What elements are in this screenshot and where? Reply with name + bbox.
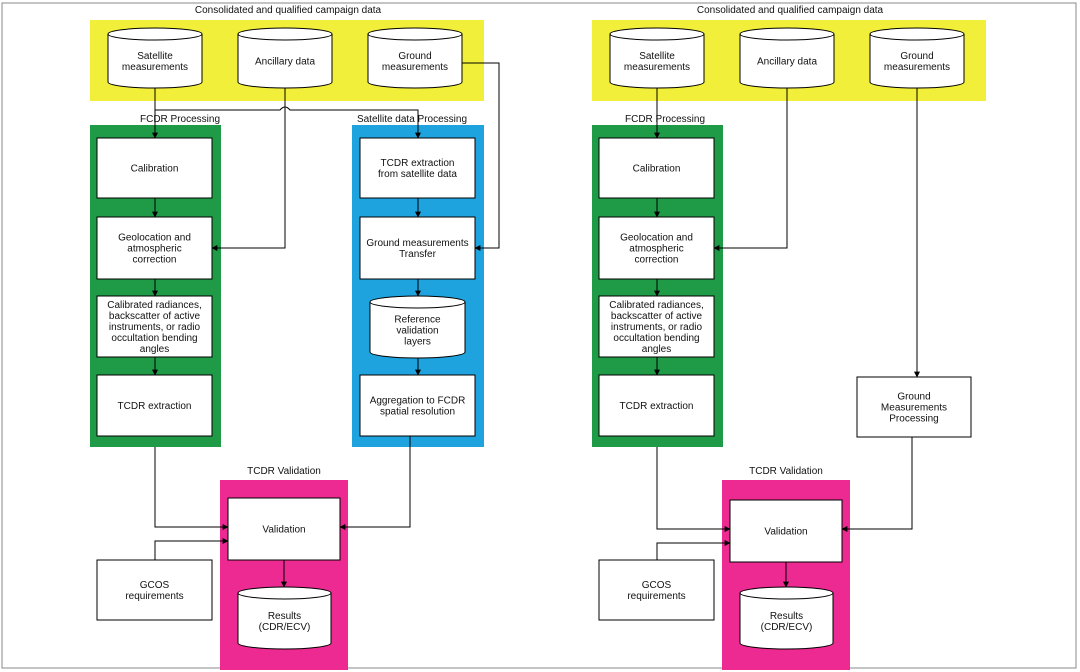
left-ground-transfer-box-label: Transfer [399,249,437,260]
left-tcdr-extraction-box: TCDR extraction [96,374,213,437]
left-arrow-aggregation-to-validation [339,436,411,530]
left-aggregation-box-label: spatial resolution [380,407,455,418]
right-tcdr-extraction-box-label: TCDR extraction [620,401,694,412]
left-gcos-box-label: GCOS [140,580,170,591]
left-validation-title: TCDR Validation [247,466,321,477]
left-results-db: Results(CDR/ECV) [237,586,332,650]
right-ancillary-data-db: Ancillary data [739,27,835,89]
left-results-db-label: (CDR/ECV) [259,622,311,633]
right-ground-measurements-db-label: measurements [884,62,950,73]
left-radiances-box-label: instruments, or radio [109,322,201,333]
left-ancillary-data-db: Ancillary data [237,27,333,89]
right-diagram: Consolidated and qualified campaign data… [592,5,986,670]
left-radiances-box-label: occultation bending [111,333,197,344]
right-geolocation-box-label: correction [635,255,679,266]
right-validation-box: Validation [729,499,843,563]
right-arrow-ancillary-to-geolocation [713,88,788,251]
left-arrow-ground-to-transfer [462,62,500,251]
left-calibration-box: Calibration [96,137,213,199]
left-tcdr-from-satellite-box-label: TCDR extraction [381,158,455,169]
right-arrow-gcos-to-validation [656,540,731,560]
right-ground-processing-box-label: Processing [889,414,938,425]
left-ground-measurements-db-label: Ground [398,51,431,62]
left-ground-measurements-db-label: measurements [382,62,448,73]
right-radiances-box-label: backscatter of active [611,311,703,322]
left-aggregation-box-label: Aggregation to FCDR [370,396,466,407]
left-arrow-gcos-to-validation [154,538,229,560]
right-header: Consolidated and qualified campaign data [697,5,884,16]
right-radiances-box-label: instruments, or radio [611,322,703,333]
left-geolocation-box-label: correction [133,255,177,266]
left-ground-transfer-box-label: Ground measurements [366,238,468,249]
right-results-db-label: Results [770,611,803,622]
right-validation-box-label: Validation [764,527,807,538]
left-fcdr-title: FCDR Processing [140,114,220,125]
left-connectors [152,62,500,588]
left-calibration-box-label: Calibration [131,164,179,175]
left-tcdr-extraction-box-label: TCDR extraction [118,401,192,412]
left-header: Consolidated and qualified campaign data [195,5,382,16]
right-calibration-box-label: Calibration [633,164,681,175]
right-results-db: Results(CDR/ECV) [739,586,834,650]
left-arrow-ancillary-to-geolocation [211,88,286,251]
left-diagram: Consolidated and qualified campaign data… [90,5,500,670]
left-radiances-box-label: Calibrated radiances, [107,300,202,311]
left-results-db-label: Results [268,611,301,622]
left-radiances-box: Calibrated radiances,backscatter of acti… [96,295,213,358]
left-ancillary-data-db-label: Ancillary data [255,57,315,68]
right-fcdr-title: FCDR Processing [625,114,705,125]
right-radiances-box: Calibrated radiances,backscatter of acti… [598,295,715,358]
right-calibration-box: Calibration [598,137,715,199]
left-gcos-box-label: requirements [125,591,183,602]
right-geolocation-box-label: atmospheric [629,244,683,255]
right-connectors [654,88,920,588]
right-arrow-processing-to-validation [841,437,913,532]
right-satellite-measurements-db-label: Satellite [639,51,675,62]
left-radiances-box-label: backscatter of active [109,311,201,322]
right-radiances-box-label: Calibrated radiances, [609,300,704,311]
right-ancillary-data-db-label: Ancillary data [757,57,817,68]
right-gcos-box-label: GCOS [642,580,672,591]
left-satellite-measurements-db-label: measurements [122,62,188,73]
right-gcos-box-label: requirements [627,591,685,602]
left-reference-layers-db-label: validation [396,326,438,337]
right-radiances-box-label: occultation bending [613,333,699,344]
right-tcdr-extraction-box: TCDR extraction [598,374,715,437]
right-ground-processing-box-label: Measurements [881,403,947,414]
left-reference-layers-db-label: Reference [394,315,441,326]
left-validation-box: Validation [227,497,341,561]
right-results-db-label: (CDR/ECV) [761,622,813,633]
right-geolocation-box-label: Geolocation and [620,233,693,244]
right-satellite-measurements-db-label: measurements [624,62,690,73]
right-arrow-tcdr-to-validation [656,447,731,532]
right-validation-title: TCDR Validation [749,466,823,477]
left-validation-box-label: Validation [262,525,305,536]
right-ground-measurements-db-label: Ground [900,51,933,62]
left-tcdr-from-satellite-box-label: from satellite data [378,169,457,180]
right-radiances-box-label: angles [642,344,671,355]
left-satellite-measurements-db-label: Satellite [137,51,173,62]
right-ground-processing-box-label: Ground [897,392,930,403]
left-geolocation-box-label: Geolocation and [118,233,191,244]
left-geolocation-box-label: atmospheric [127,244,181,255]
left-radiances-box-label: angles [140,344,169,355]
left-arrow-satellite-to-satproc [155,106,421,139]
left-satproc-title: Satellite data Processing [357,114,467,125]
left-arrow-tcdr-to-validation [154,447,229,530]
left-reference-layers-db-label: layers [404,337,431,348]
